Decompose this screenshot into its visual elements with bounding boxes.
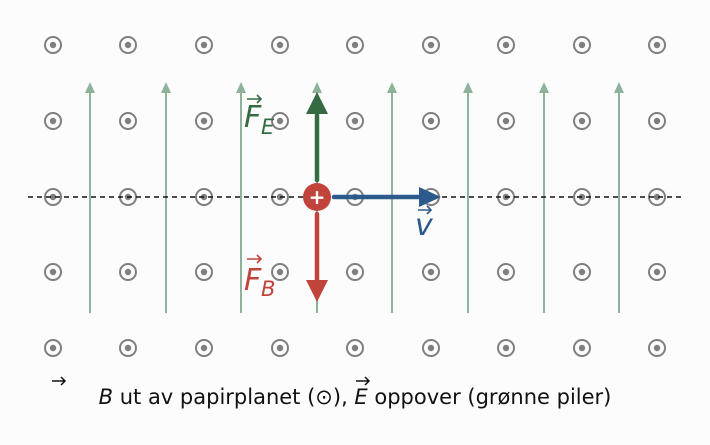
b-field-out-of-page-icon xyxy=(648,36,666,54)
label-force-magnetic: F B xyxy=(244,254,275,301)
caption-b-symbol: B xyxy=(99,385,113,409)
e-field-arrowhead xyxy=(161,82,171,93)
b-field-out-of-page-icon xyxy=(573,339,591,357)
caption-part1: ut av papirplanet (⊙), xyxy=(113,385,354,409)
b-field-out-of-page-icon xyxy=(497,339,515,357)
b-field-out-of-page-icon xyxy=(648,263,666,281)
b-field-out-of-page-icon xyxy=(346,36,364,54)
charge-sign: + xyxy=(309,185,326,209)
b-field-out-of-page-icon xyxy=(497,36,515,54)
b-field-out-of-page-icon xyxy=(573,36,591,54)
b-field-out-of-page-icon xyxy=(195,112,213,130)
b-field-out-of-page-icon xyxy=(346,339,364,357)
b-field-out-of-page-icon xyxy=(44,339,62,357)
b-field-out-of-page-icon xyxy=(195,36,213,54)
b-field-out-of-page-icon xyxy=(497,112,515,130)
label-force-magnetic-subscript: B xyxy=(261,277,275,301)
b-field-out-of-page-icon xyxy=(648,112,666,130)
e-field-arrowhead xyxy=(463,82,473,93)
b-field-out-of-page-icon xyxy=(271,339,289,357)
e-field-arrowhead xyxy=(614,82,624,93)
caption-e-symbol: E xyxy=(354,385,368,409)
b-field-out-of-page-icon xyxy=(422,112,440,130)
label-velocity: v xyxy=(415,205,434,243)
e-field-arrowhead xyxy=(387,82,397,93)
b-field-out-of-page-icon xyxy=(648,339,666,357)
b-field-out-of-page-icon xyxy=(271,112,289,130)
label-force-electric: F E xyxy=(244,94,275,139)
b-field-out-of-page-icon xyxy=(119,263,137,281)
caption-part2: oppover (grønne piler) xyxy=(368,385,612,409)
b-field-out-of-page-icon xyxy=(195,263,213,281)
caption-text: B ut av papirplanet (⊙), E oppover (grøn… xyxy=(99,385,612,409)
e-field-arrowhead xyxy=(312,82,322,93)
b-field-out-of-page-icon xyxy=(573,112,591,130)
b-field-out-of-page-icon xyxy=(422,36,440,54)
label-force-electric-symbol: F xyxy=(244,100,262,135)
label-force-electric-subscript: E xyxy=(261,115,275,139)
b-field-out-of-page-icon xyxy=(497,263,515,281)
plus-in-circle-icon xyxy=(303,183,331,211)
caption: B ut av papirplanet (⊙), E oppover (grøn… xyxy=(52,376,612,409)
electric-force-arrow xyxy=(306,92,328,183)
b-field-out-of-page-icon xyxy=(346,263,364,281)
b-field-out-of-page-icon xyxy=(271,36,289,54)
magnetic-force-arrow xyxy=(306,211,328,302)
b-field-out-of-page-icon xyxy=(195,339,213,357)
b-field-out-of-page-icon xyxy=(119,339,137,357)
b-field-out-of-page-icon xyxy=(346,112,364,130)
b-field-out-of-page-icon xyxy=(422,263,440,281)
label-force-magnetic-symbol: F xyxy=(244,263,262,298)
e-field-arrowhead xyxy=(85,82,95,93)
b-field-out-of-page-icon xyxy=(271,263,289,281)
b-field-out-of-page-icon xyxy=(44,112,62,130)
b-field-out-of-page-icon xyxy=(119,112,137,130)
b-field-out-of-page-icon xyxy=(44,263,62,281)
b-field-out-of-page-icon xyxy=(119,36,137,54)
b-field-out-of-page-icon xyxy=(573,263,591,281)
label-velocity-symbol: v xyxy=(415,208,434,243)
b-field-out-of-page-icon xyxy=(44,36,62,54)
positive-charge: + xyxy=(303,183,331,211)
b-field-out-of-page-icon xyxy=(44,188,62,206)
b-field-out-of-page-icon xyxy=(422,339,440,357)
e-field-arrowhead xyxy=(539,82,549,93)
e-field-arrowhead xyxy=(236,82,246,93)
electric-field-lines xyxy=(85,82,624,313)
velocity-arrow xyxy=(331,187,441,207)
